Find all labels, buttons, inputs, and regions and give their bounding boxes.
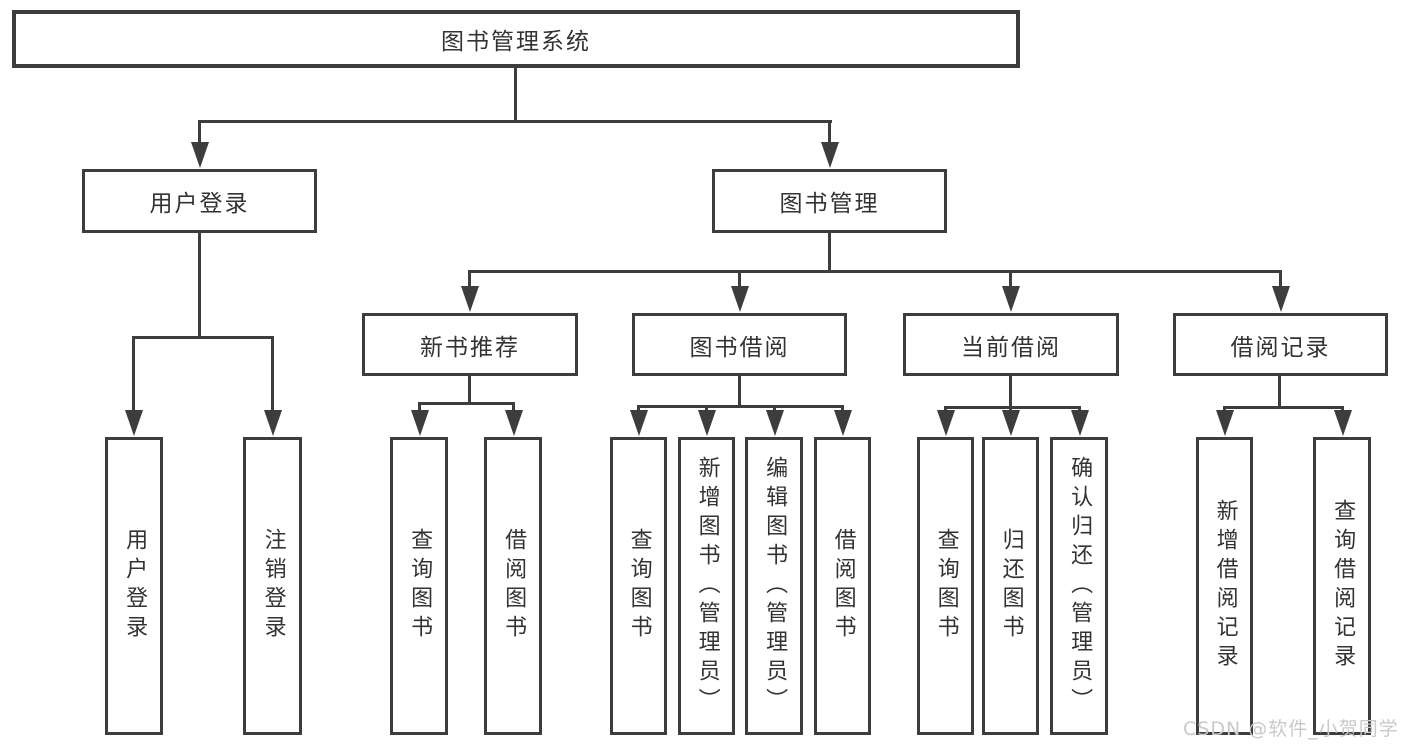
edge-stub-user-login (198, 231, 201, 338)
edge-arrow-leaf (937, 406, 955, 436)
edge-arrow-to-leaf-user-login (125, 336, 143, 436)
edge-arrow-to-book-management (821, 120, 839, 168)
leaf-query-books-current: 查询图书 (917, 437, 974, 735)
edge-rail-root (198, 120, 832, 123)
leaf-borrow-books-recommend: 借阅图书 (484, 437, 542, 735)
edge-arrow-to-current-borrowing (1002, 270, 1020, 312)
edge-arrow-leaf (411, 402, 429, 436)
edge-arrow-leaf (698, 405, 716, 436)
edge-rail-book-management (468, 270, 1281, 273)
edge-rail-current-borrowing (944, 406, 1080, 409)
edge-rail-book-borrowing (637, 405, 844, 408)
leaf-return-books: 归还图书 (982, 437, 1039, 735)
edge-rail-user-login (132, 336, 274, 339)
edge-stub-root (514, 66, 517, 122)
csdn-watermark: CSDN @软件_小贺同学 (1183, 718, 1399, 740)
edge-arrow-leaf (1002, 406, 1020, 436)
node-book-borrowing: 图书借阅 (632, 313, 847, 376)
edge-arrow-leaf (505, 402, 523, 436)
edge-rail-new-book-recommend (418, 402, 514, 405)
edge-arrow-leaf (1334, 406, 1352, 436)
edge-arrow-leaf (1071, 406, 1089, 436)
node-borrowing-records: 借阅记录 (1173, 313, 1388, 376)
edge-stub-borrowing-records (1278, 374, 1281, 408)
node-book-management: 图书管理 (712, 169, 947, 233)
node-root-library-system: 图书管理系统 (12, 10, 1020, 68)
edge-arrow-leaf (834, 405, 852, 436)
edge-stub-new-book-recommend (468, 374, 471, 404)
node-user-login: 用户登录 (82, 169, 317, 233)
edge-arrow-to-borrowing-records (1272, 270, 1290, 312)
leaf-query-books-borrowing: 查询图书 (610, 437, 667, 735)
edge-arrow-leaf (1216, 406, 1234, 436)
leaf-confirm-return-admin: 确认归还（管理员） (1050, 437, 1108, 735)
edge-arrow-to-leaf-logout (264, 336, 282, 436)
leaf-query-borrow-record: 查询借阅记录 (1313, 437, 1371, 735)
edge-arrow-to-new-book-recommend (461, 270, 479, 312)
edge-rail-borrowing-records (1223, 406, 1344, 409)
edge-arrow-to-user-login (191, 120, 209, 168)
leaf-add-book-admin: 新增图书（管理员） (678, 437, 735, 735)
leaf-borrow-books-borrowing: 借阅图书 (814, 437, 871, 735)
node-new-book-recommend: 新书推荐 (362, 313, 578, 376)
edge-stub-current-borrowing (1009, 374, 1012, 408)
leaf-edit-book-admin: 编辑图书（管理员） (745, 437, 803, 735)
node-current-borrowing: 当前借阅 (903, 313, 1119, 376)
edge-arrow-leaf (766, 405, 784, 436)
edge-arrow-leaf (630, 405, 648, 436)
leaf-query-books-recommend: 查询图书 (390, 437, 448, 735)
edge-stub-book-management (828, 231, 831, 272)
edge-arrow-to-book-borrowing (731, 270, 749, 312)
leaf-user-login: 用户登录 (105, 437, 163, 735)
leaf-logout: 注销登录 (243, 437, 302, 735)
edge-stub-book-borrowing (738, 374, 741, 407)
leaf-add-borrow-record: 新增借阅记录 (1196, 437, 1253, 735)
